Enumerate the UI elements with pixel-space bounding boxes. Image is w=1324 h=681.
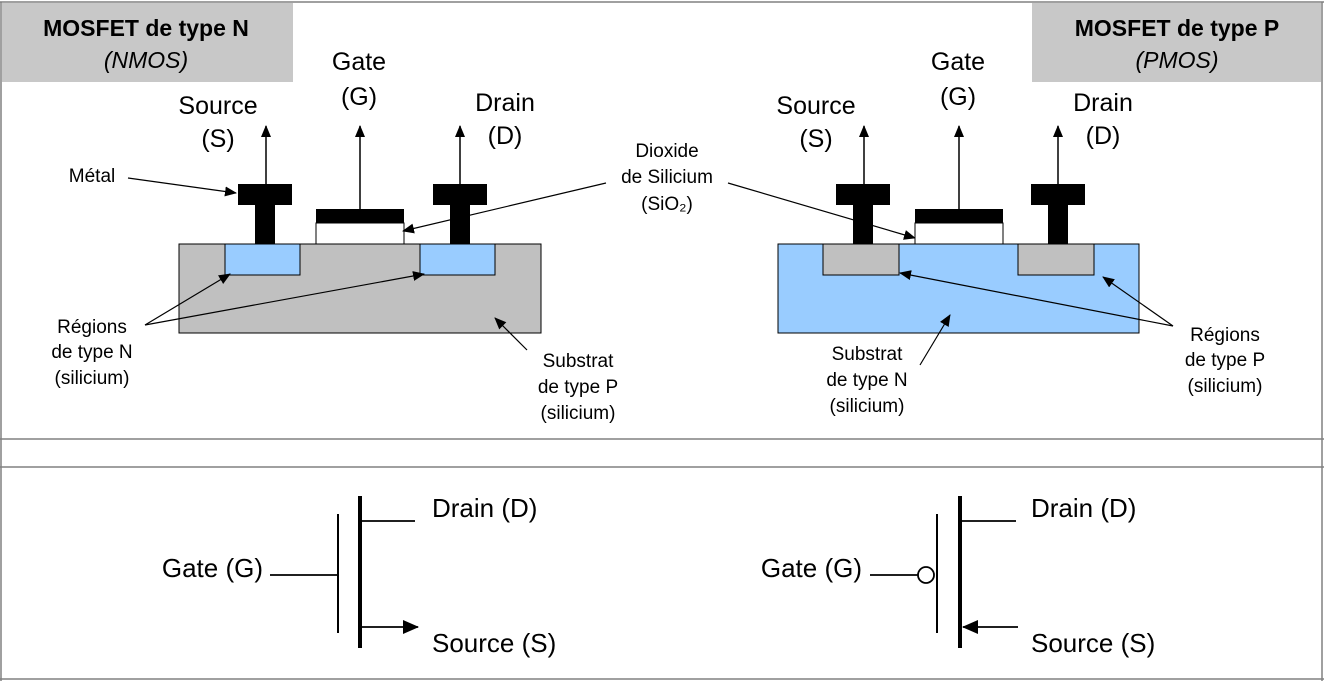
nmos-regions-line-2: de type N [51,342,132,363]
metal-label: Métal [69,166,115,187]
pmos-subtitle: (PMOS) [1135,47,1218,73]
pmos-symbol [870,496,1018,648]
nmos-source-abbr: (S) [201,125,234,153]
pmos-regions-line-3: (silicium) [1188,376,1263,397]
pmos-drain-stem [1048,204,1068,244]
nmos-symbol-drain-label: Drain (D) [432,493,537,523]
nmos-regions-line-1: Régions [57,317,127,338]
nmos-symbol-gate-label: Gate (G) [162,553,263,583]
pmos-title: MOSFET de type P [1075,15,1279,41]
pmos-regions-pointer-drain [1102,276,1174,327]
oxide-pointer-pmos [727,182,916,240]
oxide-pointer-nmos [402,182,607,234]
nmos-cross-section [178,125,542,334]
oxide-line-3: (SiO₂) [641,194,693,215]
oxide-line-1: Dioxide [635,141,698,162]
pmos-source-abbr: (S) [799,125,832,153]
nmos-source-stem [255,204,275,244]
pmos-drain-name: Drain [1073,89,1133,117]
nmos-drain-stem [450,204,470,244]
pmos-source-contact [836,184,890,205]
pmos-symbol-gate-label: Gate (G) [761,553,862,583]
pmos-substrate-pointer [919,314,951,366]
pmos-symbol-source-label: Source (S) [1031,628,1155,658]
nmos-regions-pointer-source [144,273,231,326]
pmos-cross-section [777,125,1140,334]
pmos-oxide [914,222,1004,245]
nmos-source-n-region [224,243,301,276]
nmos-gate-name: Gate [332,48,386,76]
nmos-title: MOSFET de type N [43,15,249,41]
nmos-substrate-pointer [494,317,528,351]
pmos-gate-metal [915,209,1003,223]
nmos-gate-metal [316,209,404,223]
pmos-title-box [1032,3,1321,82]
nmos-substrate-line-2: de type P [538,377,618,398]
nmos-regions-pointer-drain [144,271,425,326]
pmos-gate-abbr: (G) [940,83,976,111]
nmos-substrate-line-1: Substrat [543,351,614,372]
pmos-drain-p-region [1017,243,1095,276]
nmos-regions-line-3: (silicium) [55,368,130,389]
pmos-drain-abbr: (D) [1086,122,1121,150]
pmos-substrate-line-3: (silicium) [830,396,905,417]
metal-pointer [127,177,237,197]
nmos-symbol-source-label: Source (S) [432,628,556,658]
nmos-gate-abbr: (G) [341,83,377,111]
nmos-source-contact [238,184,292,205]
pmos-regions-line-2: de type P [1185,350,1265,371]
pmos-source-name: Source [776,92,855,120]
nmos-substrate-line-3: (silicium) [541,403,616,424]
pmos-source-p-region [822,243,900,276]
nmos-subtitle: (NMOS) [104,47,188,73]
pmos-source-stem [853,204,873,244]
pmos-regions-line-1: Régions [1190,325,1260,346]
nmos-symbol [270,496,419,648]
oxide-line-2: de Silicium [621,167,713,188]
pmos-symbol-drain-label: Drain (D) [1031,493,1136,523]
pmos-substrate-line-2: de type N [826,370,907,391]
nmos-source-name: Source [178,92,257,120]
nmos-drain-name: Drain [475,89,535,117]
nmos-drain-abbr: (D) [488,122,523,150]
nmos-title-box [2,3,293,82]
nmos-drain-n-region [419,243,496,276]
pmos-drain-contact [1031,184,1085,205]
pmos-substrate-line-1: Substrat [832,344,903,365]
pmos-regions-pointer-source [899,270,1174,327]
pmos-gate-bubble [917,566,935,584]
nmos-oxide [315,222,405,245]
pmos-gate-name: Gate [931,48,985,76]
nmos-drain-contact [433,184,487,205]
